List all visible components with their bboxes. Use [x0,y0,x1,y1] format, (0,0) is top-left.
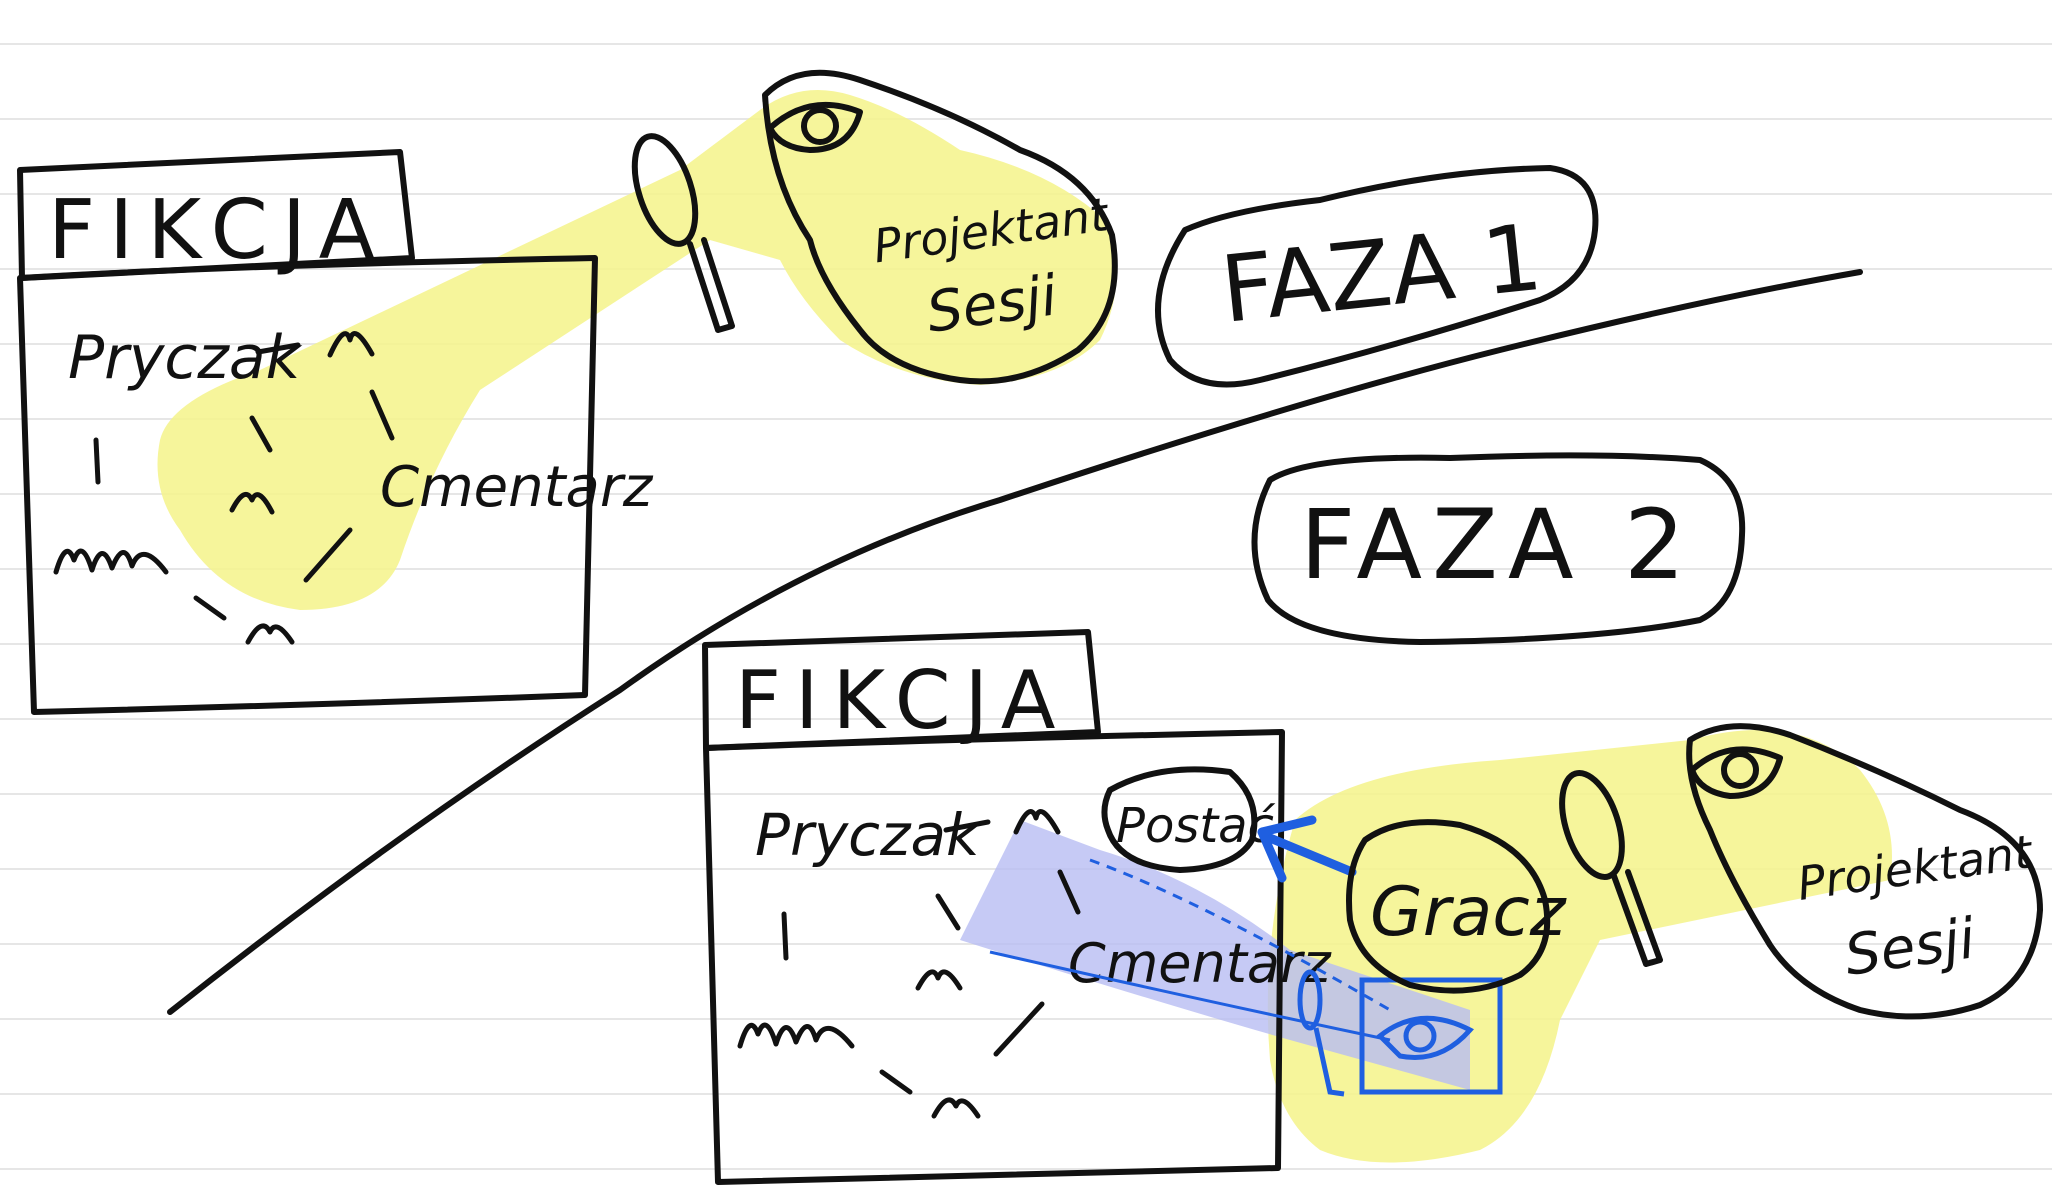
phase2-fiction-box [703,729,1285,1185]
phase2-location-b: Cmentarz [1068,932,1332,995]
phase1-fiction-title-box [17,149,415,281]
phase1-fiction-box [17,255,598,715]
phase2-label-bubble [1251,452,1746,645]
phase2-location-a: Pryczak [755,801,982,869]
phase1-label: FAZA 1 [1216,204,1547,344]
phase1-designer-blob [762,69,1118,385]
phase2-fiction-network [737,809,1081,1119]
phase2-group: FIKCJA Pryczak Cmentarz Postać [702,452,2043,1185]
phase2-designer-magnifier-icon [1559,770,1663,967]
phase1-highlight-beam [157,90,1117,610]
phase2-character-bubble [1101,766,1258,873]
phase1-designer-eye-icon [767,101,863,153]
phase2-designer-eye-icon [1689,746,1783,799]
phase1-location-a: Pryczak [68,323,303,393]
phase2-designer-blob [1686,723,2043,1020]
phase2-player-view-lines [989,858,1391,1042]
phase2-fiction-title-box [702,629,1101,751]
phase2-character-label: Postać [1116,798,1276,854]
phase1-magnifier-icon [631,133,735,333]
phase2-control-arrow-icon [1257,815,1357,883]
phase2-designer-label-line2: Sesji [1841,906,1980,989]
phase1-location-b: Cmentarz [380,455,654,520]
phase-divider-line [167,269,1863,1015]
phase1-label-bubble [1155,165,1599,388]
phase1-fiction-network [53,331,395,645]
phase2-player-view-beam [960,820,1470,1090]
phase1-group: FIKCJA Pryczak Cmentarz [17,69,1599,715]
phase2-player-magnifier-icon [1297,969,1345,1097]
phase2-player-label: Gracz [1370,873,1567,952]
phase2-player-bubble [1346,819,1551,994]
phase2-fiction-title: FIKCJA [735,654,1069,747]
phase2-label: FAZA 2 [1300,489,1695,601]
phase2-player-eye-icon [1359,977,1503,1095]
